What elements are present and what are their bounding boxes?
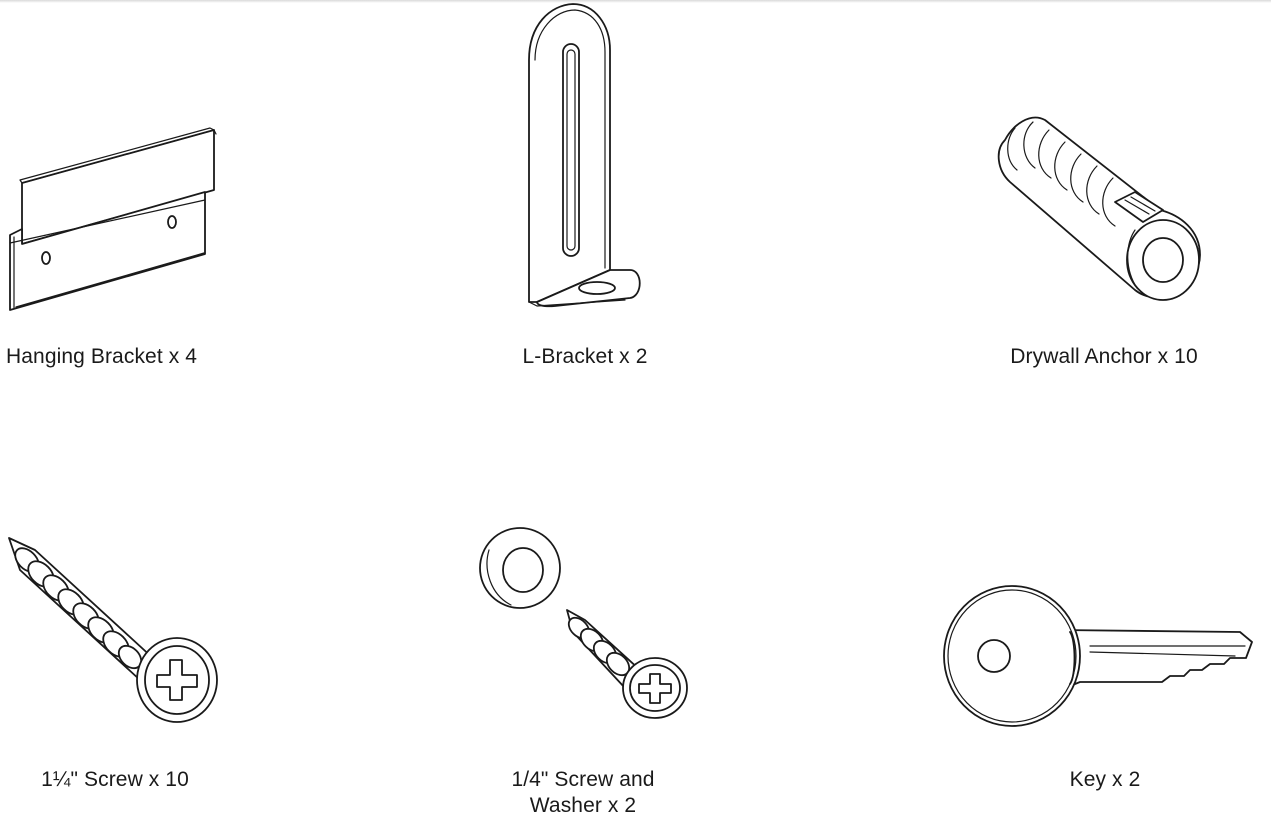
part-label: Key x 2 xyxy=(1069,768,1141,791)
part-label-line1: 1/4" Screw and xyxy=(511,768,655,791)
drywall-anchor-icon xyxy=(997,116,1201,301)
part-label: L-Bracket x 2 xyxy=(522,345,648,368)
key-icon xyxy=(943,585,1253,727)
part-label-line2: Washer x 2 xyxy=(529,794,637,817)
top-divider xyxy=(0,0,1271,3)
part-label: Hanging Bracket x 4 xyxy=(6,345,198,368)
washer-icon xyxy=(479,527,561,609)
part-label: 1¼" Screw x 10 xyxy=(41,768,189,791)
l-bracket-icon xyxy=(528,3,641,308)
hanging-bracket-icon xyxy=(9,127,217,311)
part-label: 1/4" Screw and Washer x 2 xyxy=(478,767,688,819)
long-screw-icon xyxy=(8,537,218,723)
part-label: Drywall Anchor x 10 xyxy=(1010,345,1198,368)
screw-washer-icon xyxy=(479,527,688,719)
short-screw-icon xyxy=(566,609,688,719)
